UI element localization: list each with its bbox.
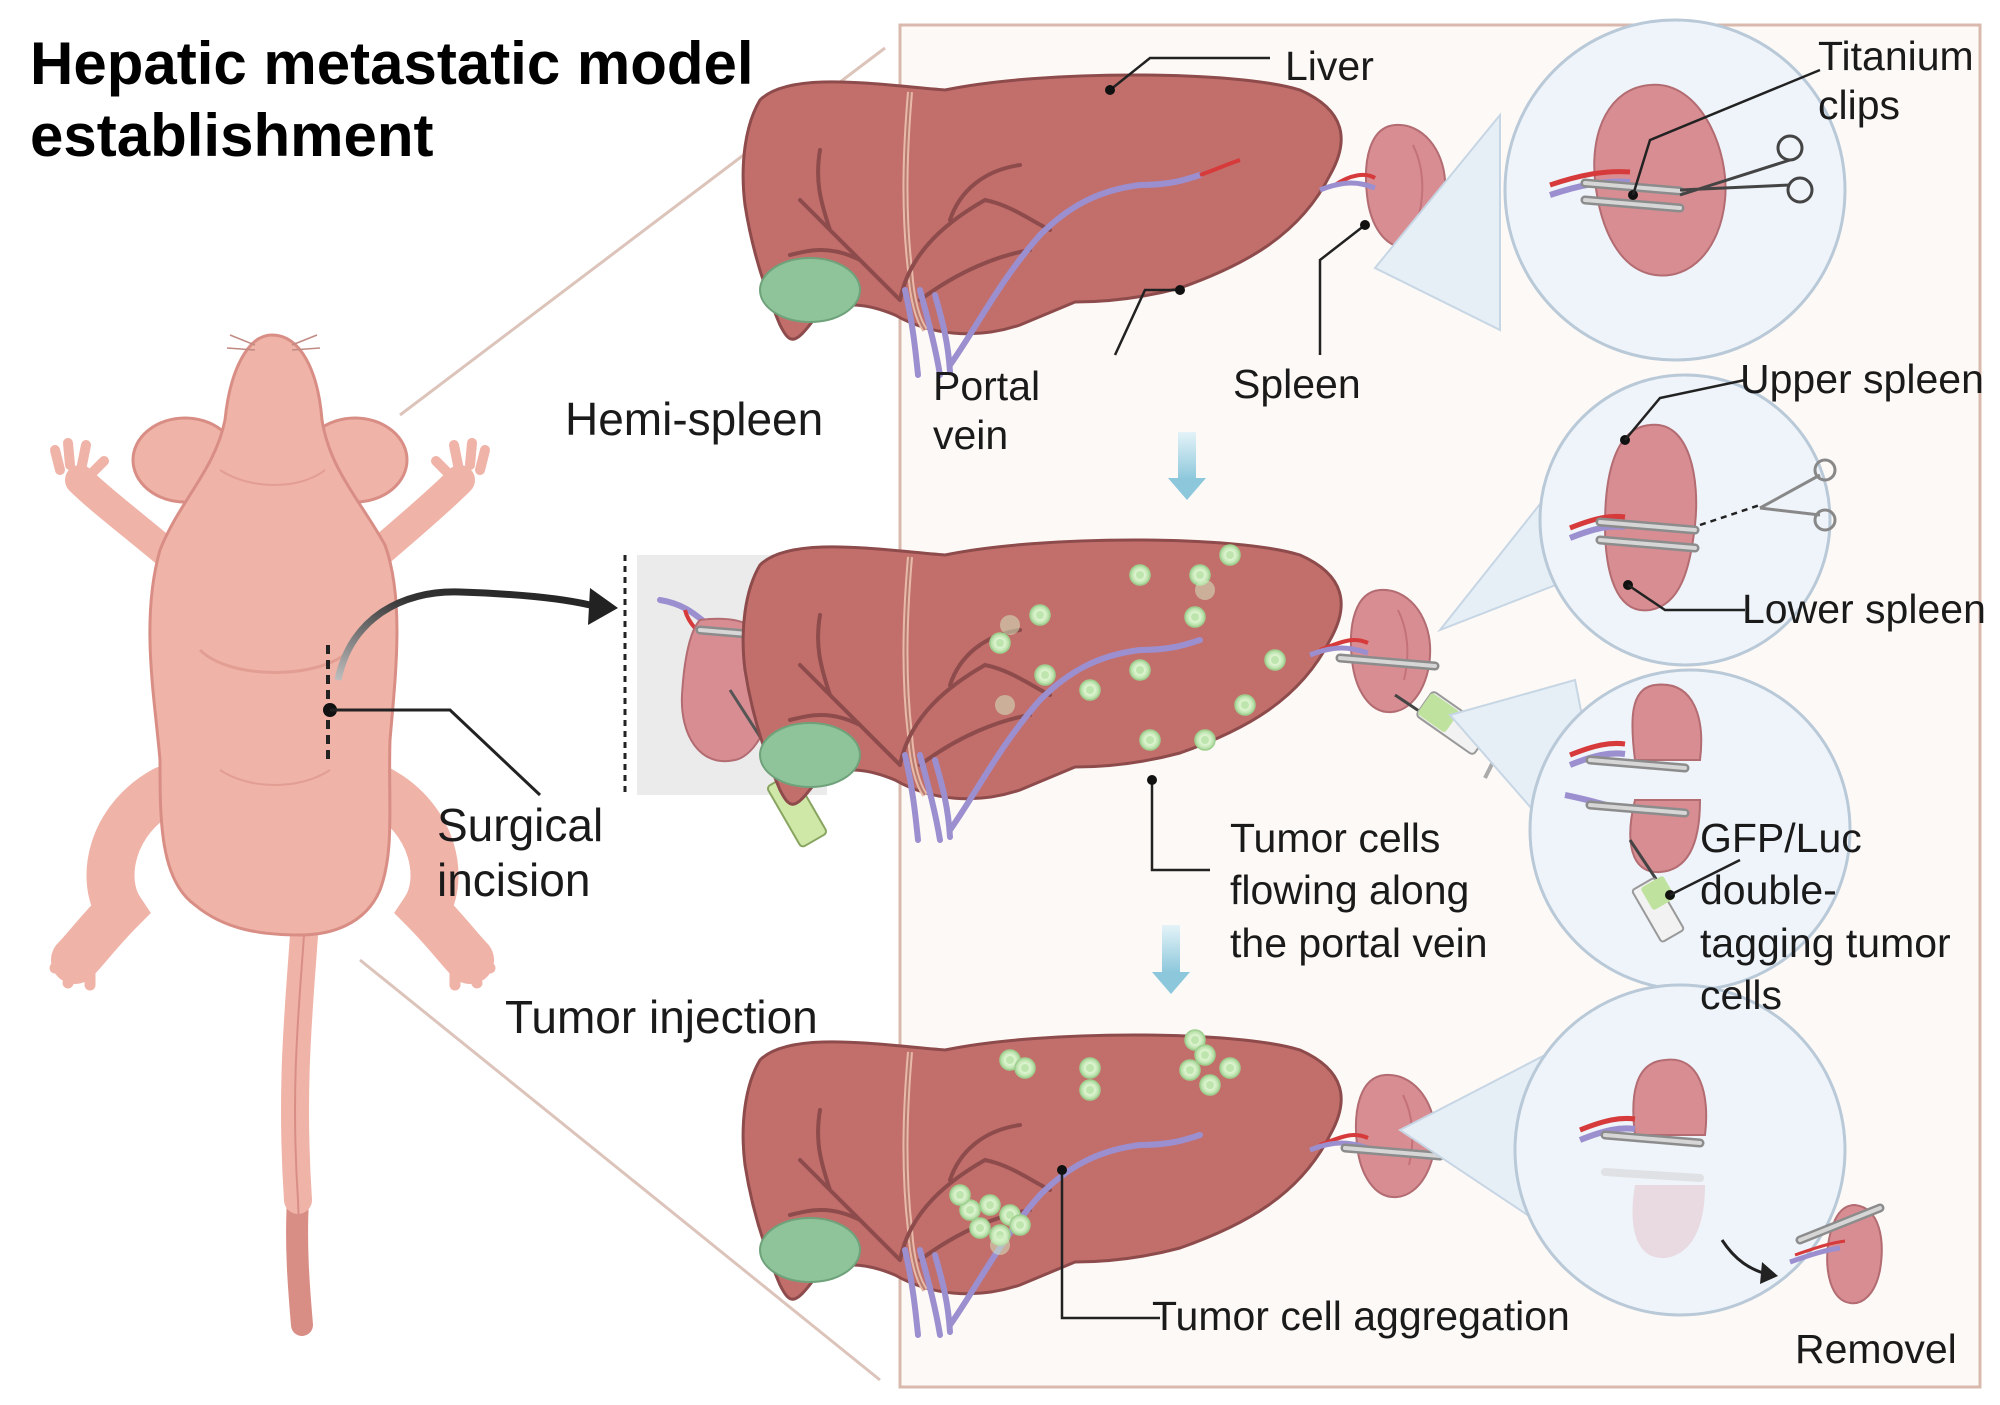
gfp-line-4: cells <box>1700 972 1783 1019</box>
mouse-illustration <box>49 333 496 1336</box>
spleen-clip-detail <box>1549 68 1821 277</box>
portal-leader <box>1113 288 1180 356</box>
title-line-1: Hepatic metastatic model <box>30 30 754 97</box>
liver-row-3 <box>743 1029 1440 1335</box>
label-tumor-injection: Tumor injection <box>505 991 818 1043</box>
step-arrow-2 <box>1162 925 1180 973</box>
spleen-injection-detail <box>1564 683 1741 943</box>
label-surgical-incision: Surgical incision <box>437 798 603 908</box>
titanium-line-1: Titanium <box>1818 33 1974 79</box>
figure-title: Hepatic metastatic model establishment <box>30 28 754 172</box>
label-tumor-flow: Tumor cells flowing along the portal vei… <box>1230 812 1488 969</box>
label-lower-spleen: Lower spleen <box>1742 586 1986 632</box>
title-line-2: establishment <box>30 102 434 169</box>
label-titanium-clips: Titanium clips <box>1818 32 1974 130</box>
portal-line-1: Portal <box>933 363 1041 409</box>
label-removel: Removel <box>1795 1326 1957 1372</box>
gfp-line-3: tagging tumor <box>1700 919 1951 966</box>
removed-spleen-piece <box>1720 1203 1885 1305</box>
titanium-line-2: clips <box>1818 82 1901 129</box>
transfer-arrow <box>334 588 591 681</box>
label-portal-vein: Portal vein <box>933 362 1040 460</box>
surgical-line-1: Surgical <box>437 799 604 851</box>
gfp-line-1: GFP/Luc <box>1700 815 1862 861</box>
liver-leader <box>1109 56 1270 91</box>
spleen-cut-detail <box>1568 378 1837 612</box>
surgical-line-2: incision <box>437 854 591 907</box>
aggregation-leader <box>1060 1170 1160 1320</box>
flow-line-2: flowing along <box>1230 867 1470 914</box>
step-arrow-1 <box>1178 432 1196 480</box>
flow-line-1: Tumor cells <box>1230 815 1441 861</box>
incision-leader <box>330 708 542 797</box>
flow-leader <box>1150 780 1210 872</box>
spleen-leader <box>1318 224 1366 355</box>
label-tumor-aggregation: Tumor cell aggregation <box>1152 1293 1570 1339</box>
label-gfp-luc-cells: GFP/Luc double- tagging tumor cells <box>1700 812 1951 1022</box>
flow-line-3: the portal vein <box>1230 919 1488 966</box>
label-spleen: Spleen <box>1233 361 1361 407</box>
gfp-line-2: double- <box>1700 867 1837 914</box>
detail-circle-4 <box>1513 983 1847 1317</box>
spleen-removal-detail <box>1578 1058 1708 1259</box>
label-upper-spleen: Upper spleen <box>1740 356 1984 402</box>
zoom-line-bottom <box>359 958 881 1382</box>
portal-line-2: vein <box>933 412 1009 459</box>
label-hemi-spleen: Hemi-spleen <box>565 393 824 445</box>
zoom-cone-1 <box>1373 112 1501 332</box>
liver-row-2 <box>743 540 1435 840</box>
label-liver: Liver <box>1285 43 1374 89</box>
transfer-arrowhead <box>588 588 618 625</box>
liver-row-1 <box>743 75 1447 375</box>
